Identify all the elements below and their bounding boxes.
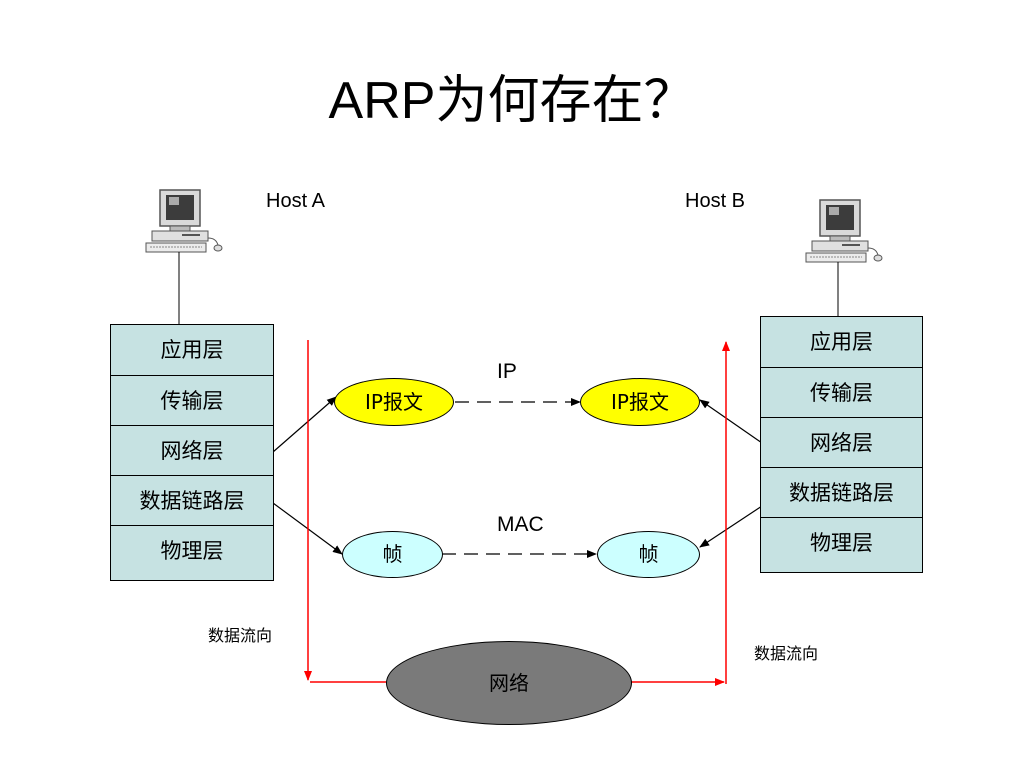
arrow-b-network-to-ip — [699, 399, 763, 444]
host-b-layer-datalink: 数据链路层 — [761, 467, 922, 517]
host-a-layer-physical: 物理层 — [111, 525, 273, 575]
flow-label-left: 数据流向 — [208, 626, 273, 645]
host-a-layer-datalink: 数据链路层 — [111, 475, 273, 525]
host-b-layer-network: 网络层 — [761, 417, 922, 467]
network-cloud: 网络 — [386, 641, 632, 725]
computer-icon — [805, 199, 883, 263]
host-b-layer-physical: 物理层 — [761, 517, 922, 567]
frame-a: 帧 — [342, 531, 443, 578]
host-a-protocol-stack: 应用层 传输层 网络层 数据链路层 物理层 — [110, 324, 274, 581]
mac-protocol-label: MAC — [497, 513, 544, 536]
ip-protocol-label: IP — [497, 360, 517, 383]
host-b-layer-application: 应用层 — [810, 330, 873, 354]
host-a-layer-network: 网络层 — [111, 425, 273, 475]
host-a-layer-transport: 传输层 — [111, 375, 273, 425]
host-b-label: Host B — [685, 190, 746, 212]
host-a-label: Host A — [266, 190, 325, 212]
page-title: ARP为何存在？ — [328, 72, 696, 130]
host-b-protocol-stack: 应用层 传输层 网络层 数据链路层 物理层 — [760, 316, 923, 573]
ip-packet-a: IP报文 — [334, 378, 454, 426]
host-a-layer-application: 应用层 — [160, 338, 224, 362]
flow-label-right: 数据流向 — [754, 644, 819, 663]
computer-icon — [145, 189, 223, 253]
arrow-b-link-to-frame — [699, 505, 763, 548]
host-b-layer-transport: 传输层 — [761, 367, 922, 417]
frame-b: 帧 — [597, 531, 700, 578]
ip-packet-b: IP报文 — [580, 378, 700, 426]
arrow-a-network-to-ip — [272, 396, 337, 453]
